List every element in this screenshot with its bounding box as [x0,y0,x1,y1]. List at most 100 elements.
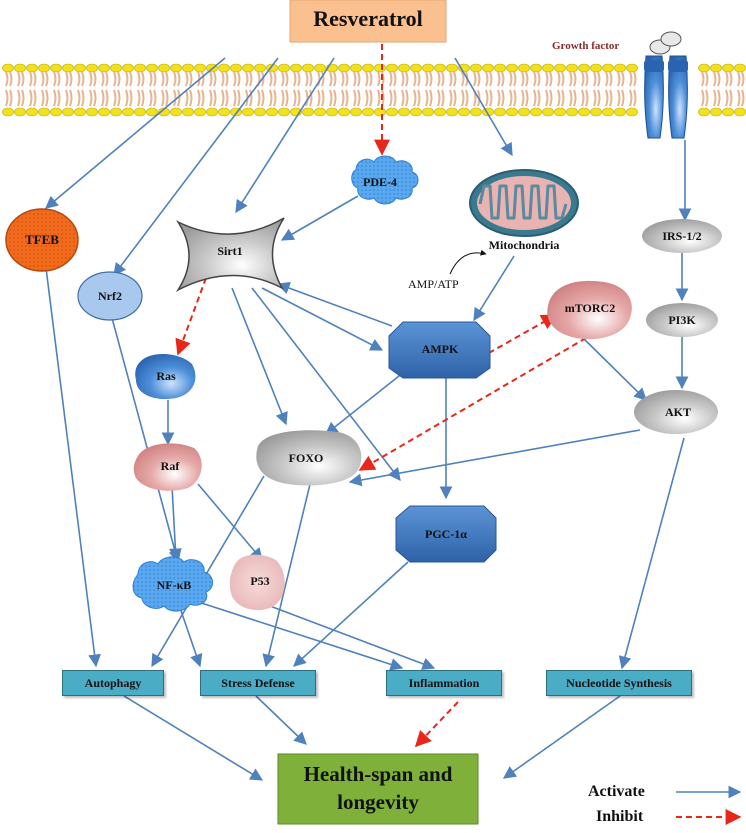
p53-node [229,554,285,611]
lipid-head [734,107,746,117]
lipid-head [14,107,26,117]
lipid-head [446,63,458,73]
lipid-head [530,107,542,117]
lipid-head [254,63,266,73]
lipid-head [590,63,602,73]
lipid-head [422,63,434,73]
lipid-head [590,107,602,117]
lipid-head [398,107,410,117]
lipid-head [86,63,98,73]
lipid-head [530,63,542,73]
lipid-head [38,63,50,73]
lipid-head [158,107,170,117]
lipid-head [182,107,194,117]
lipid-head [218,63,230,73]
ras-label: Ras [156,369,176,383]
edge-ampk-foxo [324,371,405,435]
health-span-line1: Health-span and [303,762,453,786]
lipid-head [170,107,182,117]
sirt1-label: Sirt1 [217,244,243,258]
lipid-head [314,107,326,117]
edge-raf-p53 [197,483,263,561]
edge-sirt1-ampk [261,287,384,351]
lipid-head [290,63,302,73]
lipid-head [302,107,314,117]
lipid-head [158,63,170,73]
sirt1-node [175,217,285,292]
amp-atp-arrow [449,249,487,275]
lipid-head [338,107,350,117]
lipid-head [722,63,734,73]
legend-inhibit-label: Inhibit [596,808,644,825]
health-span-box [277,753,479,825]
title-resveratrol: Resveratrol [313,6,423,31]
lipid-head [398,63,410,73]
lipid-head [542,63,554,73]
lipid-head [86,107,98,117]
mitochondria-icon [469,169,579,237]
edge-mtorc2-akt [579,334,647,401]
edge-akt-nucleotide [618,437,685,670]
edge-nrf2-nfkb [111,317,182,564]
edge-resveratrol-tfeb [45,57,226,209]
edge-nucleotide-health [502,695,621,779]
autophagy-box: Autophagy [62,670,164,696]
lipid-head [506,63,518,73]
lipid-head [170,63,182,73]
lipid-head [50,63,62,73]
lipid-head [362,63,374,73]
edge-pde4-sirt1 [280,195,359,241]
irs-label: IRS-1/2 [662,229,702,243]
pgc1a-node [395,505,497,563]
lipid-head [278,63,290,73]
lipid-head [518,63,530,73]
lipid-head [230,63,242,73]
lipid-head [698,63,710,73]
lipid-head [302,63,314,73]
raf-node [133,443,202,491]
lipid-head [242,63,254,73]
lipid-head [722,107,734,117]
lipid-head [134,63,146,73]
raf-label: Raf [160,459,180,473]
edge-mitochondria-ampk [473,255,515,322]
lipid-head [338,63,350,73]
lipid-head [386,107,398,117]
lipid-head [518,107,530,117]
nfkb-node [132,556,213,612]
lipid-head [62,107,74,117]
stress-defense-box: Stress Defense [200,670,316,696]
edge-pgc1a-stress [293,561,409,667]
title-box [289,0,447,43]
lipid-head [350,107,362,117]
edge-ampk-sirt1 [276,281,393,327]
growth-factor-ligand-icon [649,31,682,55]
irs-node [642,219,722,253]
nfkb-label: NF-κB [156,578,192,592]
foxo-label: FOXO [288,451,324,465]
lipid-head [554,63,566,73]
nrf2-node [77,271,143,321]
lipid-head [422,107,434,117]
lipid-head [734,63,746,73]
ampk-label: AMPK [421,342,459,356]
lipid-head [50,107,62,117]
edge-stress-health [255,695,307,745]
lipid-head [542,107,554,117]
edge-nfkb-inflammation [185,597,404,671]
lipid-head [482,63,494,73]
lipid-head [578,107,590,117]
edge-resveratrol-mitochondria [454,57,513,157]
pi3k-node [646,303,718,337]
pde4-label: PDE-4 [363,175,397,189]
health-span-line2: longevity [337,790,419,814]
edge-inflammation-inhibits-health [414,701,459,748]
edge-autophagy-health [123,695,264,781]
lipid-head [710,107,722,117]
lipid-head [434,107,446,117]
growth-factor-label: Growth factor [552,40,620,52]
lipid-head [506,107,518,117]
lipid-head [470,63,482,73]
pde4-node [351,155,419,205]
lipid-head [218,107,230,117]
